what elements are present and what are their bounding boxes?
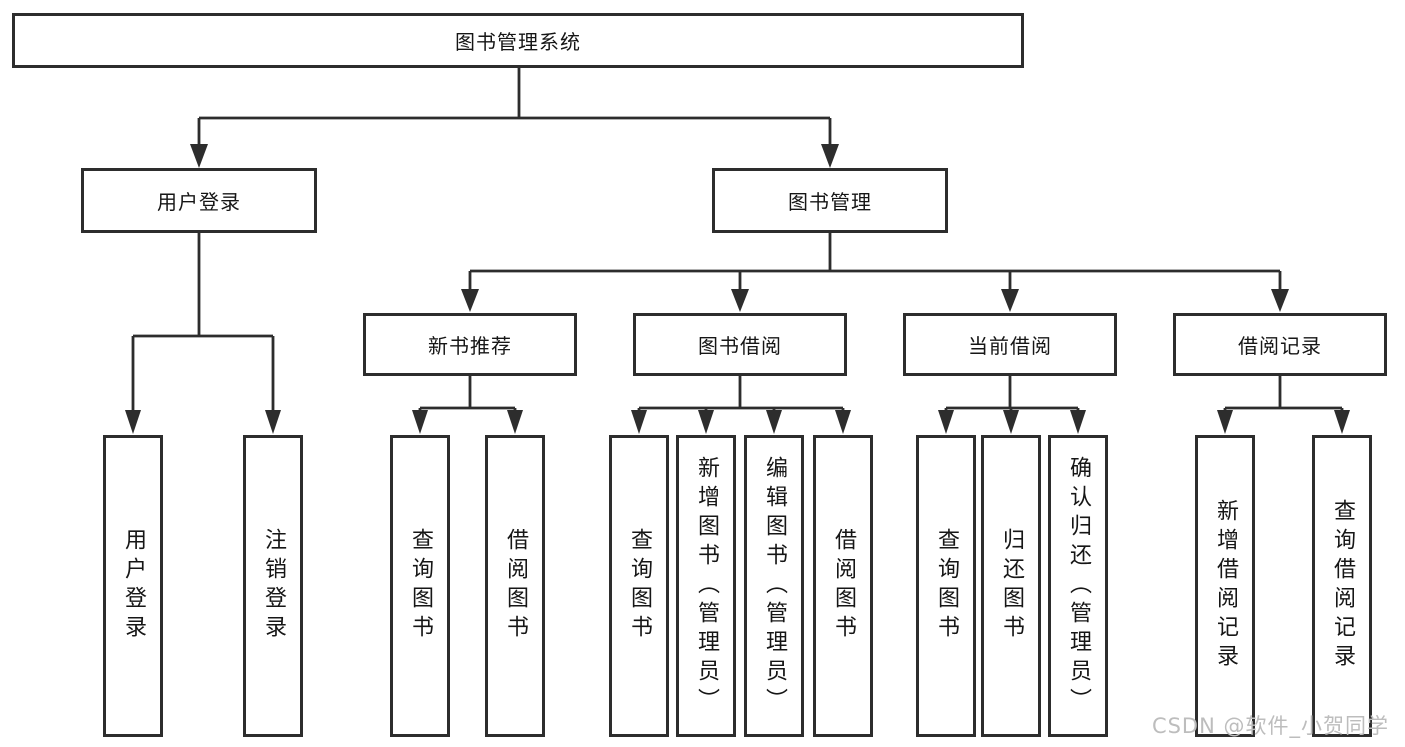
leaf-query-books-current: 查询图书 bbox=[916, 435, 976, 737]
watermark: CSDN @软件_小贺同学 bbox=[1151, 714, 1389, 738]
leaf-query-books-borrowing: 查询图书 bbox=[609, 435, 669, 737]
node-book-borrowing: 图书借阅 bbox=[633, 313, 847, 376]
node-user-login: 用户登录 bbox=[81, 168, 317, 233]
leaf-confirm-return-admin: 确认归还（管理员） bbox=[1048, 435, 1108, 737]
leaf-query-borrow-record: 查询借阅记录 bbox=[1312, 435, 1372, 737]
node-library-management-system: 图书管理系统 bbox=[12, 13, 1024, 68]
node-borrowing-records: 借阅记录 bbox=[1173, 313, 1387, 376]
leaf-return-books: 归还图书 bbox=[981, 435, 1041, 737]
leaf-borrow-books-borrowing: 借阅图书 bbox=[813, 435, 873, 737]
node-new-book-recommendation: 新书推荐 bbox=[363, 313, 577, 376]
leaf-edit-books-admin: 编辑图书（管理员） bbox=[744, 435, 804, 737]
leaf-add-borrow-record: 新增借阅记录 bbox=[1195, 435, 1255, 737]
leaf-user-login: 用户登录 bbox=[103, 435, 163, 737]
node-book-management: 图书管理 bbox=[712, 168, 948, 233]
node-current-borrowing: 当前借阅 bbox=[903, 313, 1117, 376]
leaf-logout: 注销登录 bbox=[243, 435, 303, 737]
leaf-borrow-books-recommend: 借阅图书 bbox=[485, 435, 545, 737]
leaf-query-books-recommend: 查询图书 bbox=[390, 435, 450, 737]
leaf-add-books-admin: 新增图书（管理员） bbox=[676, 435, 736, 737]
